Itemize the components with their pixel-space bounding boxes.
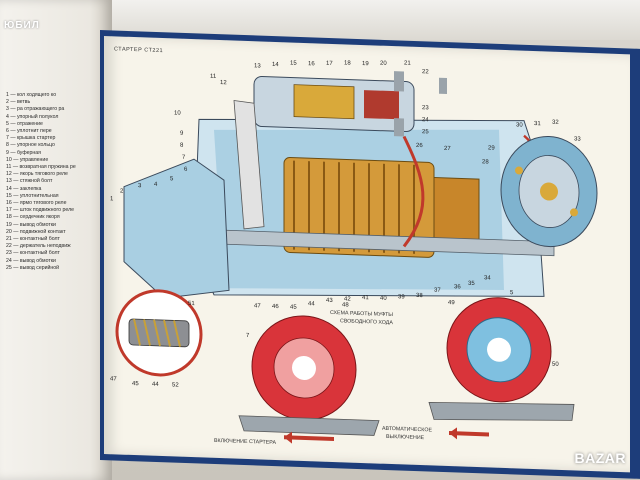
legend-line: 15 — уплотнительная — [6, 192, 59, 199]
callout-left-9: 9 — [180, 130, 184, 137]
callout-top-15: 15 — [290, 60, 297, 67]
callout-inset-44: 44 — [152, 381, 159, 388]
callout-left-6: 6 — [184, 166, 188, 173]
callout-bottom-38: 38 — [416, 292, 423, 300]
drive-gear-inset — [115, 289, 203, 377]
callout-side-25: 25 — [422, 129, 429, 136]
legend-line: 11 — возвратная пружина ре — [6, 164, 76, 171]
callout-bottom-47: 47 — [254, 303, 261, 310]
legend-line: 24 — вывод обмотки — [6, 257, 56, 264]
callout-left-7: 7 — [182, 154, 186, 161]
callout-clutch-7a: 7 — [246, 332, 250, 340]
callout-left-4: 4 — [154, 181, 158, 188]
callout-inset-51: 51 — [188, 300, 195, 308]
legend-line: 5 — отражение — [6, 120, 43, 127]
callout-left-12: 12 — [220, 80, 227, 87]
callout-side-26: 26 — [416, 142, 423, 150]
legend-line: 7 — крышка стартер — [6, 135, 56, 142]
callout-side-32: 32 — [552, 119, 559, 126]
callout-bottom-46: 46 — [272, 303, 279, 311]
callout-left-5: 5 — [170, 176, 174, 183]
callout-side-24: 24 — [422, 117, 429, 124]
callout-bottom-39: 39 — [398, 294, 405, 301]
callout-clutch-5: 5 — [510, 290, 514, 297]
callout-bottom-44: 44 — [308, 301, 315, 308]
callout-clutch-48: 48 — [342, 302, 349, 309]
callout-side-29: 29 — [488, 145, 495, 152]
legend-line: 21 — контактный болт — [6, 236, 60, 243]
callout-top-22: 22 — [422, 69, 429, 76]
legend-line: 8 — упорное кольцо — [6, 142, 55, 149]
callout-side-28: 28 — [482, 159, 489, 166]
callout-top-14: 14 — [272, 61, 279, 69]
legend-line: 23 — контактный болт — [6, 250, 60, 257]
legend-line: 19 — вывод обмотки — [6, 221, 56, 228]
callout-inset-52: 52 — [172, 382, 179, 389]
callout-clutch-49: 49 — [448, 300, 455, 307]
callout-bottom-41: 41 — [362, 295, 369, 302]
callout-bottom-43: 43 — [326, 297, 333, 304]
legend-line: 13 — стяжной болт — [6, 178, 53, 185]
callout-bottom-34: 34 — [484, 275, 491, 282]
callout-bottom-35: 35 — [468, 280, 475, 287]
corner-logo: ЮБИЛ — [4, 20, 40, 31]
callout-left-3: 3 — [138, 183, 142, 190]
clutch-diagram-engage — [238, 315, 380, 444]
callout-bottom-45: 45 — [290, 304, 297, 311]
right-page: СТАРТЕР СТ221 — [104, 36, 630, 473]
legend-line: 3 — ра отражающего ра — [6, 106, 65, 113]
legend-line: 4 — упорный полукол — [6, 113, 59, 120]
callout-left-11: 11 — [210, 73, 217, 80]
callout-clutch-50: 50 — [552, 361, 559, 368]
legend-line: 12 — якорь тягового реле — [6, 171, 68, 178]
callout-bottom-40: 40 — [380, 295, 387, 302]
callout-top-16: 16 — [308, 61, 315, 68]
callout-left-8: 8 — [180, 142, 184, 149]
callout-top-19: 19 — [362, 61, 369, 68]
legend-line: 25 — вывод серийной — [6, 264, 60, 271]
callout-top-17: 17 — [326, 60, 333, 67]
callout-left-10: 10 — [174, 110, 181, 117]
callout-inset-47: 47 — [110, 376, 117, 383]
callout-side-30: 30 — [516, 122, 523, 129]
legend-line: 17 — шток подвижного реле — [6, 207, 75, 214]
callout-side-33: 33 — [574, 136, 581, 143]
watermark-logo: BAZAR — [574, 450, 626, 466]
callout-inset-45: 45 — [132, 380, 139, 388]
caption-auto-line2: ВЫКЛЮЧЕНИЕ — [386, 433, 425, 442]
callout-left-1: 1 — [110, 196, 114, 203]
callout-bottom-37: 37 — [434, 287, 441, 294]
legend-line: 14 — заклепка — [6, 185, 42, 192]
callout-side-23: 23 — [422, 105, 429, 112]
callout-top-21: 21 — [404, 60, 411, 67]
callout-left-2: 2 — [120, 188, 124, 195]
callout-side-27: 27 — [444, 145, 451, 153]
clutch-diagram-disengage — [428, 297, 575, 440]
legend-line: 18 — сердечник якоря — [6, 214, 60, 221]
legend-line: 9 — буферная — [6, 149, 41, 156]
legend-line: 1 — кол ходящего ко — [6, 92, 57, 98]
legend-line: 2 — ветвь — [6, 99, 31, 106]
starter-body — [123, 71, 598, 299]
legend-line: 10 — управление — [6, 156, 49, 163]
callout-top-13: 13 — [254, 63, 261, 70]
legend-line: 20 — подвижной контакт — [6, 228, 66, 235]
callout-top-18: 18 — [344, 60, 351, 67]
starter-illustration — [115, 71, 598, 444]
legend-line: 6 — уплотнит пере — [6, 128, 52, 135]
callout-side-31: 31 — [534, 121, 541, 128]
legend-line: 22 — держатель неподвиж — [6, 243, 71, 250]
callout-bottom-36: 36 — [454, 284, 461, 291]
callout-top-20: 20 — [380, 60, 387, 67]
legend-line: 16 — ярмо тягового реле — [6, 200, 67, 207]
